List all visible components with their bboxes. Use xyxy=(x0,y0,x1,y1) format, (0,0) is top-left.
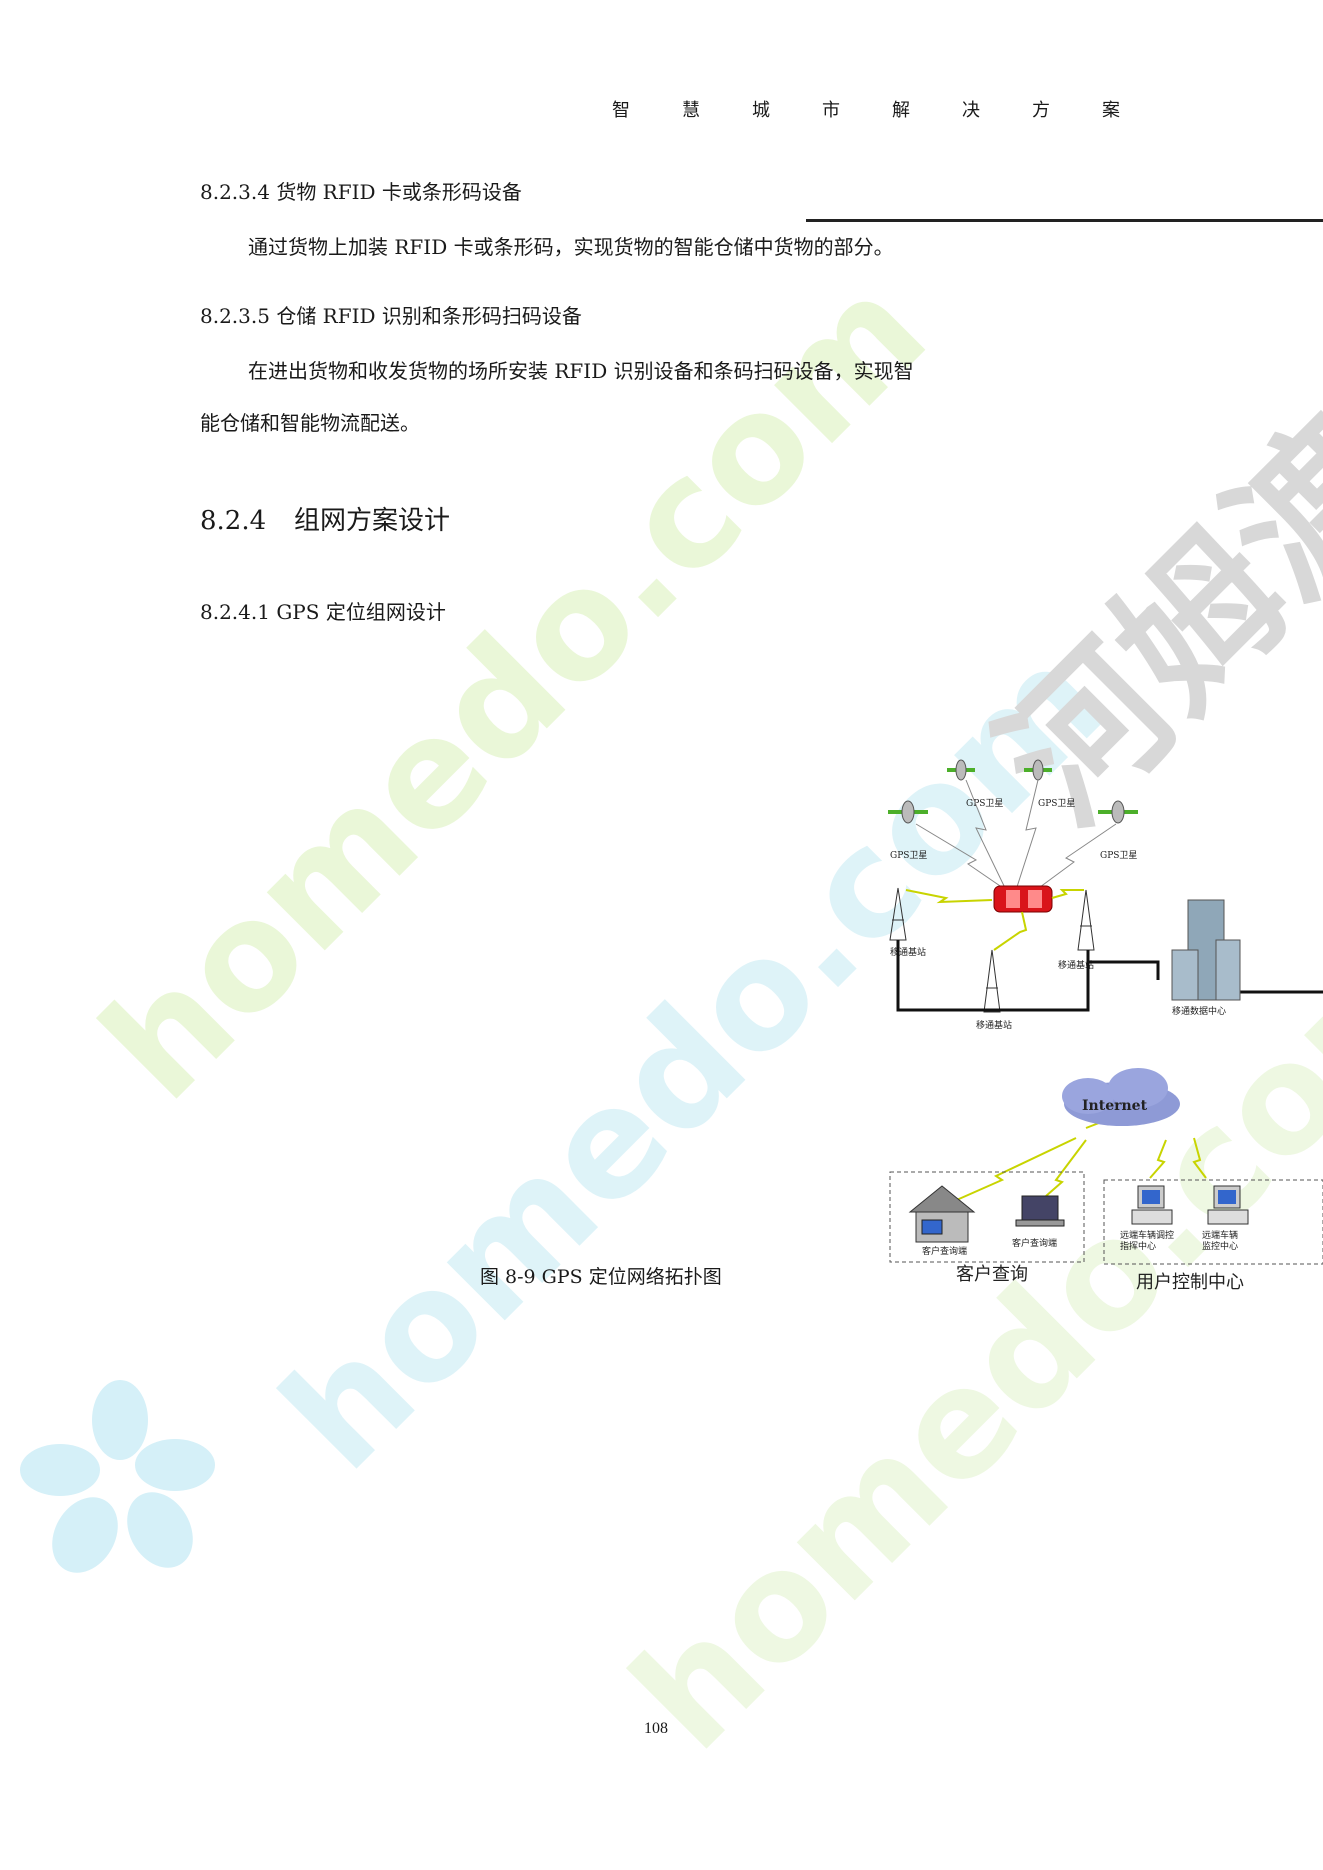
satellite-label: GPS卫星 xyxy=(1038,798,1075,809)
satellite-signal-lines xyxy=(915,779,1117,891)
heading-8-2-4: 8.2.4 组网方案设计 xyxy=(200,500,450,537)
satellite-label: GPS卫星 xyxy=(1100,850,1137,861)
header-char: 智 xyxy=(612,100,630,121)
monitor-center-label: 远端车辆监控中心 xyxy=(1202,1229,1238,1252)
base-station-label: 移通基站 xyxy=(976,1019,1012,1031)
tower-icon xyxy=(1077,889,1095,951)
header-char: 方 xyxy=(1032,100,1050,121)
internet-label: Internet xyxy=(1082,1098,1148,1114)
user-control-group-box xyxy=(1103,1179,1323,1265)
tower-icon xyxy=(889,887,907,941)
data-center-label: 移通数据中心 xyxy=(1172,1005,1226,1017)
page-number: 108 xyxy=(644,1720,668,1737)
header-char: 解 xyxy=(892,100,910,121)
user-control-group-label: 用户控制中心 xyxy=(1136,1272,1244,1293)
header-char: 城 xyxy=(752,100,770,121)
wireless-links xyxy=(905,889,1207,1211)
internet-cloud-icon xyxy=(1062,1068,1180,1126)
client-query-end-label: 客户查询端 xyxy=(922,1245,967,1257)
client-query-group-label: 客户查询 xyxy=(956,1264,1028,1285)
satellite-icon xyxy=(888,800,928,824)
header-char: 慧 xyxy=(682,100,700,121)
heading-8-2-3-4: 8.2.3.4 货物 RFID 卡或条形码设备 xyxy=(200,180,522,204)
heading-8-2-4-title: 组网方案设计 xyxy=(294,506,451,536)
satellite-icon xyxy=(1098,800,1138,824)
paragraph-8-2-3-5-line-1: 在进出货物和收发货物的场所安装 RFID 识别设备和条码扫码设备，实现智 xyxy=(248,359,914,383)
satellite-icon xyxy=(1024,759,1052,781)
header-char: 决 xyxy=(962,100,980,121)
gps-network-topology-figure: GPS卫星 GPS卫星 GPS卫星 GPS卫星 移通基站 移通基站 移通基站 xyxy=(888,759,1323,1293)
header-rule xyxy=(806,219,1323,222)
building-icon xyxy=(1171,899,1241,1001)
paragraph-8-2-3-4: 通过货物上加装 RFID 卡或条形码，实现货物的智能仓储中货物的部分。 xyxy=(248,235,894,259)
computer-icon xyxy=(1207,1185,1249,1225)
figure-caption: 图 8-9 GPS 定位网络拓扑图 xyxy=(480,1266,722,1288)
header-char: 案 xyxy=(1102,100,1120,121)
house-icon xyxy=(908,1185,976,1243)
wired-network-line xyxy=(896,940,1160,1012)
satellite-label: GPS卫星 xyxy=(890,850,927,861)
computer-icon xyxy=(1131,1185,1173,1225)
watermark-flower-logo xyxy=(20,1380,215,1573)
satellite-icon xyxy=(947,759,975,781)
heading-8-2-4-1: 8.2.4.1 GPS 定位组网设计 xyxy=(200,600,446,624)
dispatch-center-label: 远端车辆调控指挥中心 xyxy=(1120,1229,1174,1252)
header-char: 市 xyxy=(822,100,840,121)
heading-8-2-4-number: 8.2.4 xyxy=(200,506,267,536)
base-station-label: 移通基站 xyxy=(890,946,926,958)
running-header: 智慧城市解决方案 xyxy=(612,96,1172,122)
client-query-end-label: 客户查询端 xyxy=(1012,1237,1057,1249)
tower-icon xyxy=(983,949,1001,1013)
vehicle-icon xyxy=(993,885,1053,913)
satellite-label: GPS卫星 xyxy=(966,798,1003,809)
laptop-icon xyxy=(1015,1195,1065,1227)
paragraph-8-2-3-5-line-2: 能仓储和智能物流配送。 xyxy=(200,411,420,435)
heading-8-2-3-5: 8.2.3.5 仓储 RFID 识别和条形码扫码设备 xyxy=(200,304,582,328)
client-query-group-box xyxy=(889,1171,1085,1263)
base-station-label: 移通基站 xyxy=(1058,959,1094,971)
